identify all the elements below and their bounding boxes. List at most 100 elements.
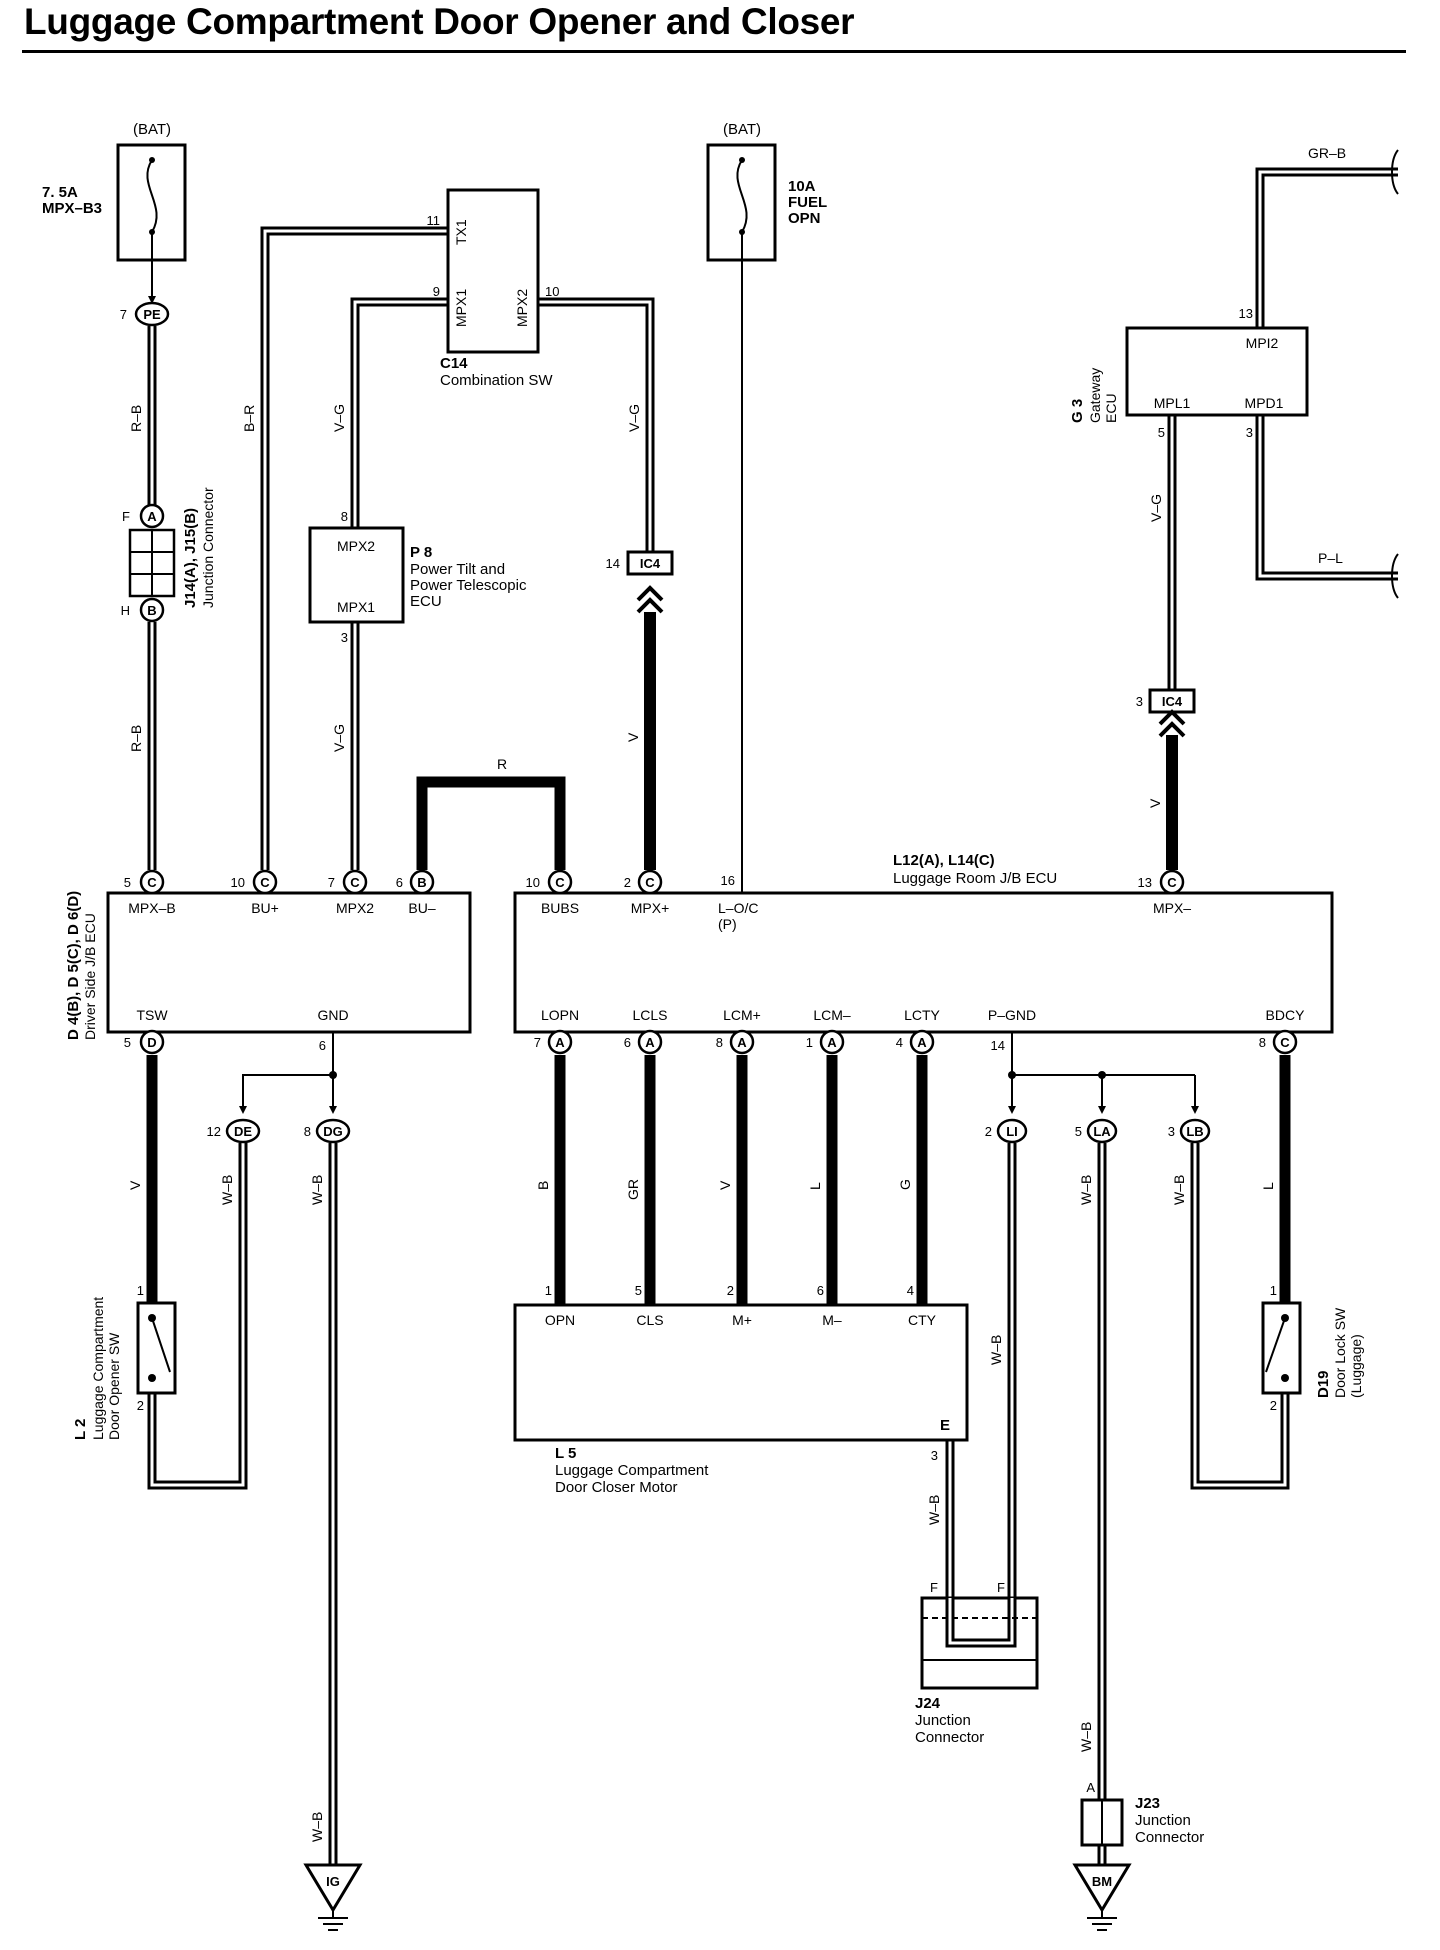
- wire-label-wb-8: W–B: [1171, 1175, 1187, 1205]
- door-closer-motor-l5: OPN CLS M+ M– CTY E 1 5 2 6 4 3 L 5 Lugg…: [513, 1283, 969, 1496]
- svg-text:10: 10: [545, 284, 559, 299]
- bat-label-left: (BAT): [133, 121, 171, 138]
- wire-label-wb-6: W–B: [1078, 1175, 1094, 1205]
- svg-text:7: 7: [534, 1035, 541, 1050]
- door-opener-switch-l2: 1 2 L 2 Luggage Compartment Door Opener …: [72, 1283, 177, 1440]
- power-tilt-ecu-p8: 8 3 MPX2 MPX1 P 8 Power Tilt and Power T…: [308, 509, 527, 645]
- svg-text:8: 8: [1259, 1035, 1266, 1050]
- p8-id: P 8: [410, 544, 432, 561]
- d4-name: Driver Side J/B ECU: [82, 913, 98, 1040]
- l2-id: L 2: [72, 1419, 89, 1440]
- wire-label-v-3: V: [127, 1180, 143, 1190]
- svg-text:7: 7: [120, 307, 127, 322]
- svg-text:IC4: IC4: [640, 556, 661, 571]
- p8-name-2: Power Telescopic: [410, 577, 527, 594]
- fuse-left-rating: 7. 5A: [42, 184, 78, 201]
- svg-text:2: 2: [624, 875, 631, 890]
- j24-id: J24: [915, 1695, 941, 1712]
- connector-l12-c2: C2: [624, 869, 663, 895]
- c14-id: C14: [440, 355, 468, 372]
- svg-text:6: 6: [319, 1038, 326, 1053]
- svg-text:A: A: [827, 1035, 837, 1050]
- d19-id: D19: [1315, 1370, 1332, 1398]
- svg-text:MPX–B: MPX–B: [128, 900, 175, 916]
- svg-text:LA: LA: [1093, 1124, 1111, 1139]
- connector-d4-d5: D5: [124, 1029, 165, 1055]
- c14-tx1: TX1: [453, 219, 469, 245]
- svg-text:6: 6: [817, 1283, 824, 1298]
- fuse-mpx-b3: (BAT) 7. 5A MPX–B3: [42, 121, 187, 262]
- svg-text:P–GND: P–GND: [988, 1007, 1036, 1023]
- svg-text:8: 8: [716, 1035, 723, 1050]
- svg-text:LI: LI: [1006, 1124, 1018, 1139]
- title-rule: [22, 50, 1406, 53]
- g3-name-1: Gateway: [1087, 368, 1103, 423]
- svg-text:C: C: [260, 875, 270, 890]
- svg-text:C: C: [645, 875, 655, 890]
- svg-text:MPX+: MPX+: [631, 900, 670, 916]
- svg-text:IG: IG: [326, 1874, 340, 1889]
- wire-label-wb-5: W–B: [926, 1495, 942, 1525]
- svg-text:B: B: [417, 875, 426, 890]
- c14-name: Combination SW: [440, 372, 553, 389]
- bottom-connectors: D5 6 A7 A6 A8 A1 A4 14 C8: [124, 1029, 1298, 1055]
- svg-text:F: F: [997, 1580, 1005, 1595]
- svg-text:MPX–: MPX–: [1153, 900, 1191, 916]
- svg-text:8: 8: [304, 1124, 311, 1139]
- svg-text:C: C: [147, 875, 157, 890]
- connector-d4-c7: C7: [328, 869, 368, 895]
- l5-name-2: Door Closer Motor: [555, 1479, 678, 1496]
- wire-label-vg-1: V–G: [331, 404, 347, 432]
- junction-connector-j14-j15: A F B H J14(A), J15(B) Junction Connecto…: [121, 487, 216, 623]
- d19-name-2: (Luggage): [1348, 1334, 1364, 1398]
- wire-label-r: R: [497, 756, 507, 772]
- ground-bm-icon: BM: [1072, 1863, 1132, 1931]
- svg-text:GND: GND: [317, 1007, 348, 1023]
- wire-label-br: B–R: [241, 405, 257, 432]
- svg-text:2: 2: [137, 1398, 144, 1413]
- gateway-ecu-g3: 13 5 3 MPI2 MPL1 MPD1 G 3 Gateway ECU: [1069, 149, 1399, 599]
- luggage-room-jb-ecu-l12: L12(A), L14(C) Luggage Room J/B ECU BUBS…: [513, 852, 1334, 1034]
- fuse-left-name: MPX–B3: [42, 200, 102, 217]
- svg-text:A: A: [1086, 1780, 1095, 1795]
- connector-l12-a1: A1: [806, 1029, 845, 1055]
- j23-name-1: Junction: [1135, 1812, 1191, 1829]
- svg-text:LCM–: LCM–: [813, 1007, 851, 1023]
- svg-text:5: 5: [124, 1035, 131, 1050]
- connector-li: LI 2: [985, 1118, 1028, 1144]
- p8-name-1: Power Tilt and: [410, 561, 505, 578]
- c14-mpx1: MPX1: [453, 289, 469, 327]
- svg-text:2: 2: [985, 1124, 992, 1139]
- wire-label-wb-1: W–B: [219, 1175, 235, 1205]
- wire-label-vg-2: V–G: [331, 724, 347, 752]
- g3-id: G 3: [1069, 399, 1086, 423]
- svg-text:3: 3: [1136, 694, 1143, 709]
- j24-name-2: Connector: [915, 1729, 984, 1746]
- connector-l12-a7: A7: [534, 1029, 573, 1055]
- svg-text:6: 6: [624, 1035, 631, 1050]
- l5-id: L 5: [555, 1445, 576, 1462]
- connector-lb: LB3: [1168, 1118, 1211, 1144]
- svg-text:MPX2: MPX2: [336, 900, 374, 916]
- svg-text:PE: PE: [143, 307, 161, 322]
- connector-dg: DG8: [304, 1118, 351, 1144]
- svg-text:A: A: [555, 1035, 565, 1050]
- svg-text:1: 1: [806, 1035, 813, 1050]
- g3-mpl1: MPL1: [1154, 395, 1191, 411]
- fuse-right-rating: 10A: [788, 178, 816, 195]
- connector-ic4-right: IC4 3: [1136, 688, 1196, 738]
- wire-label-wb-4: W–B: [988, 1335, 1004, 1365]
- svg-text:E: E: [940, 1417, 950, 1434]
- svg-text:5: 5: [635, 1283, 642, 1298]
- svg-text:M–: M–: [822, 1312, 842, 1328]
- svg-text:14: 14: [991, 1038, 1005, 1053]
- svg-text:3: 3: [341, 630, 348, 645]
- connector-la: LA5: [1075, 1118, 1118, 1144]
- svg-text:LCTY: LCTY: [904, 1007, 940, 1023]
- wire-color-labels: R–B R–B B–R V–G V–G V–G V–G R V V V W–B …: [127, 145, 1346, 1842]
- junction-connector-j23: A J23 Junction Connector: [1080, 1780, 1204, 1847]
- wire-label-vg-3: V–G: [626, 404, 642, 432]
- wires: [146, 167, 1398, 1865]
